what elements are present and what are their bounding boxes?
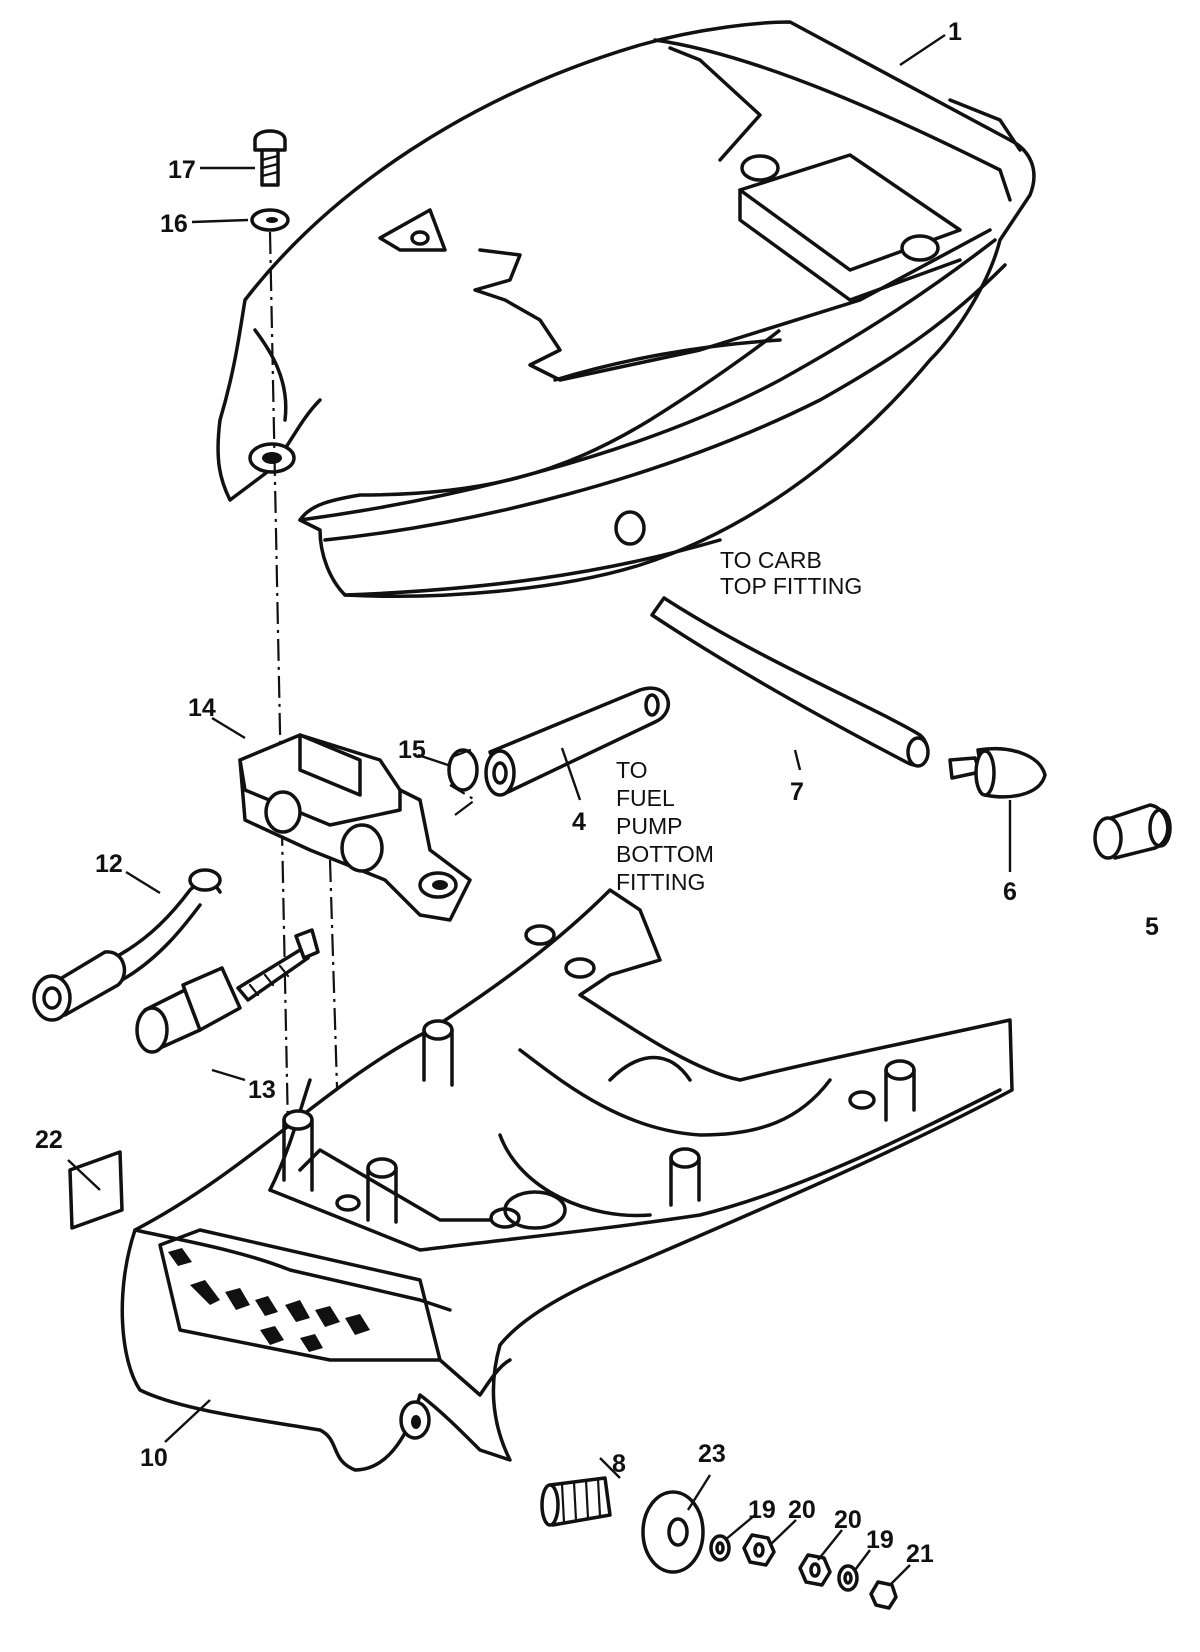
note-fuel-line5: FITTING xyxy=(616,869,705,895)
callout-8: 8 xyxy=(612,1450,626,1478)
callout-numbers: 1 17 16 14 15 4 7 6 5 12 13 22 10 8 23 1… xyxy=(35,18,1159,1568)
washer-16 xyxy=(250,208,290,232)
callout-4: 4 xyxy=(572,808,586,836)
callout-20a: 20 xyxy=(788,1496,816,1524)
callout-16: 16 xyxy=(160,210,188,238)
screw-17 xyxy=(253,129,287,187)
callout-15: 15 xyxy=(398,736,426,764)
washer-23 xyxy=(641,1490,705,1574)
note-fuel-line1: TO xyxy=(616,757,648,783)
clamp-15 xyxy=(447,748,479,792)
note-fuel-line2: FUEL xyxy=(616,785,675,811)
leader-lines xyxy=(67,34,1012,1586)
routing-notes: TO CARB TOP FITTING TO FUEL PUMP BOTTOM … xyxy=(616,547,862,895)
callout-17: 17 xyxy=(168,156,196,184)
decal-22 xyxy=(68,1150,124,1230)
assembly-line xyxy=(268,231,290,1131)
callout-14: 14 xyxy=(188,694,216,722)
callout-19b: 19 xyxy=(866,1526,894,1554)
callout-19a: 19 xyxy=(748,1496,776,1524)
sensor-13 xyxy=(135,928,320,1054)
note-fuel-line4: BOTTOM xyxy=(616,841,714,867)
hose-4 xyxy=(484,686,671,797)
callout-23: 23 xyxy=(698,1440,726,1468)
callout-10: 10 xyxy=(140,1444,168,1472)
note-carb-line1: TO CARB xyxy=(720,547,822,573)
callout-13: 13 xyxy=(248,1076,276,1104)
callout-22: 22 xyxy=(35,1126,63,1154)
hardware-small xyxy=(709,1533,898,1610)
lower-cowl xyxy=(120,888,1014,1472)
connector-12 xyxy=(32,868,222,1022)
fitting-6 xyxy=(948,747,1047,799)
stud-8 xyxy=(540,1476,612,1527)
plug-5 xyxy=(1093,803,1172,860)
upper-cowl xyxy=(216,20,1036,598)
callout-7: 7 xyxy=(790,778,804,806)
note-fuel-line3: PUMP xyxy=(616,813,682,839)
callout-1: 1 xyxy=(948,18,962,46)
callout-5: 5 xyxy=(1145,913,1159,941)
callout-20b: 20 xyxy=(834,1506,862,1534)
bracket-14 xyxy=(238,733,472,922)
callout-21: 21 xyxy=(906,1540,934,1568)
callout-12: 12 xyxy=(95,850,123,878)
callout-6: 6 xyxy=(1003,878,1017,906)
hose-7 xyxy=(650,596,930,768)
note-carb-line2: TOP FITTING xyxy=(720,573,862,599)
